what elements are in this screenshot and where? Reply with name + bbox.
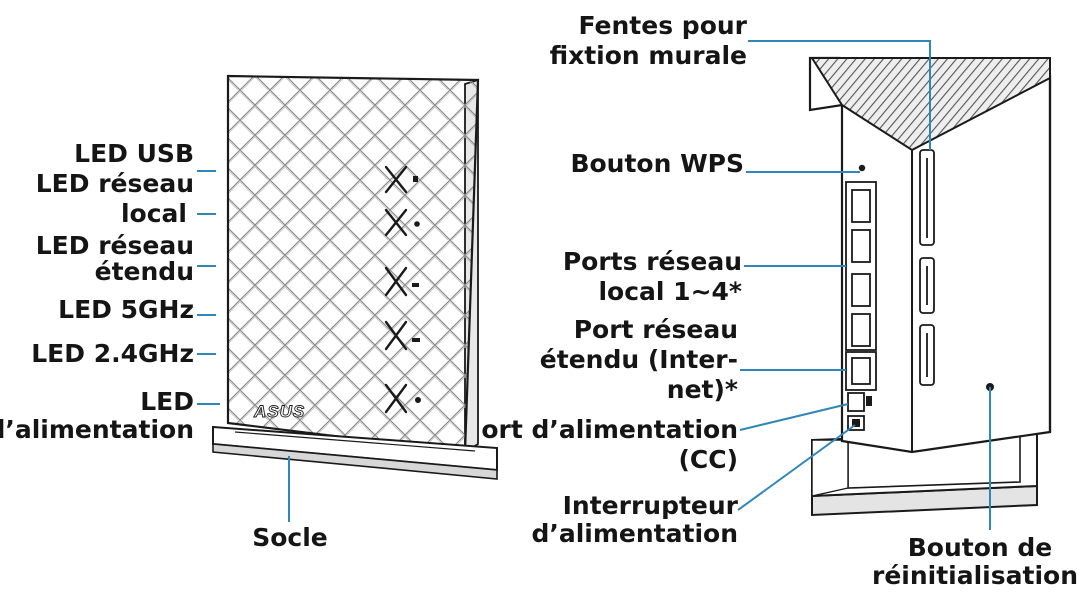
label-wps-button: Bouton WPS (570, 149, 744, 178)
led-icons (412, 176, 421, 403)
label-power-switch-line1: Interrupteur (562, 491, 738, 520)
label-lan-ports-line2: local 1~4* (598, 277, 742, 306)
dc-power-port (847, 392, 872, 412)
lan-icon (414, 221, 420, 227)
label-lan-ports-line1: Ports réseau (562, 247, 742, 276)
label-wall-slots-line1: Fentes pour (578, 11, 747, 40)
led-marks (384, 165, 408, 414)
label-led-usb: LED USB (74, 139, 194, 168)
lan-ports (845, 181, 877, 351)
label-reset-button-line2: réinitialisation (872, 561, 1078, 590)
label-wan-port-line1: Port réseau (573, 315, 738, 344)
label-led-power-line2: d’alimentation (0, 415, 194, 444)
label-wan-port-line2: étendu (Inter- (539, 345, 738, 374)
front-router: ASUS (212, 74, 498, 480)
usb-icon (413, 176, 418, 182)
label-led-wan-line2: étendu (94, 257, 194, 286)
label-reset-button-line1: Bouton de (907, 533, 1053, 562)
label-led-power-line1: LED (140, 387, 194, 416)
label-led-24ghz: LED 2.4GHz (31, 339, 194, 368)
label-led-lan-line1: LED réseau (35, 169, 194, 198)
label-led-5ghz: LED 5GHz (58, 295, 194, 324)
front-panel (226, 74, 480, 454)
label-stand: Socle (252, 523, 328, 552)
wall-mount-slots (919, 149, 935, 386)
label-dc-port-line2: (CC) (678, 445, 738, 474)
label-wall-slots-line2: fixtion murale (549, 41, 747, 70)
wps-button[interactable] (858, 164, 866, 172)
front-stand (212, 425, 498, 480)
label-dc-port-line1: ort d’alimentation (481, 415, 738, 444)
wan-icon (412, 283, 419, 287)
label-led-lan-line2: local (120, 199, 187, 228)
label-led-wan-line1: LED réseau (35, 231, 194, 260)
leader-lines (197, 40, 991, 530)
wan-port (845, 351, 877, 391)
label-power-switch-line2: d’alimentation (531, 519, 738, 548)
wifi-5ghz-icon (412, 338, 420, 342)
label-wan-port-line3: net)* (666, 375, 738, 404)
asus-logo: ASUS (253, 402, 305, 421)
power-led-icon (415, 397, 421, 403)
